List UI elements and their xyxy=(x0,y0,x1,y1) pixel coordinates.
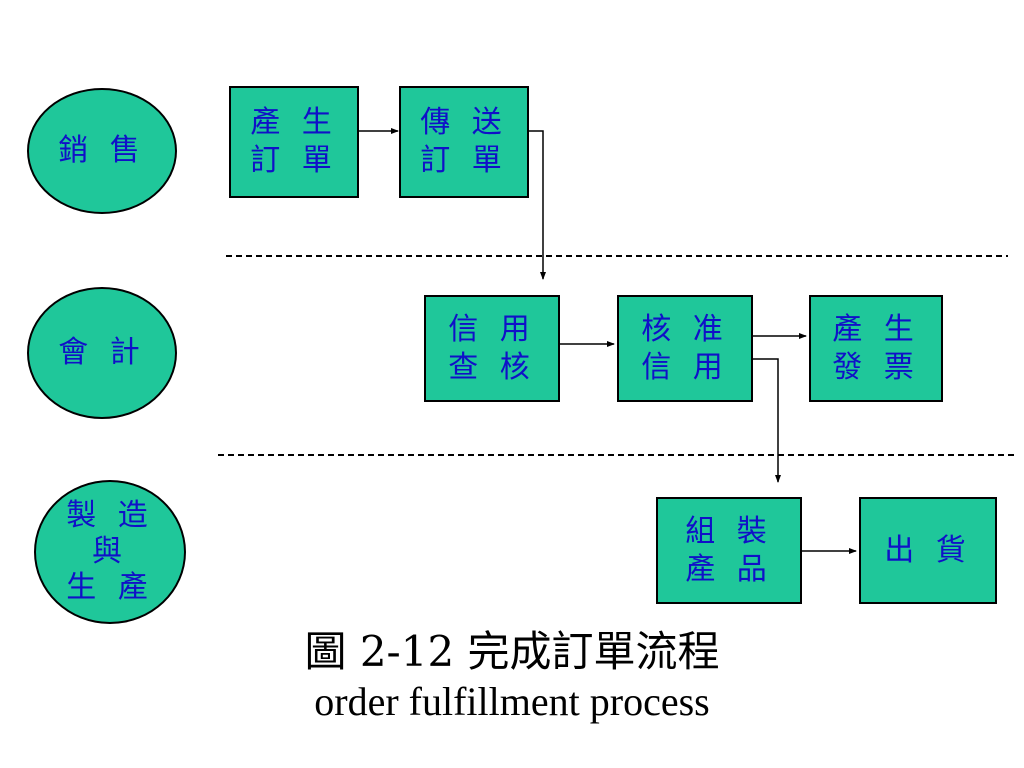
lane-sales: 銷 售 xyxy=(27,88,177,214)
box-credit-check-line-1: 信 用 xyxy=(448,311,536,347)
figure-caption-title: 圖 2-12 完成訂單流程 xyxy=(304,627,720,676)
box-create-invoice: 產 生 發 票 xyxy=(809,295,943,402)
lane-manufacturing-label-3: 生 產 xyxy=(66,570,154,605)
box-create-invoice-line-2: 發 票 xyxy=(832,349,920,385)
box-create-order-line-2: 訂 單 xyxy=(250,143,338,178)
box-assemble-product-line-2: 產 品 xyxy=(685,551,773,587)
lane-manufacturing-label-2: 與 xyxy=(92,534,128,569)
lane-manufacturing: 製 造 與 生 產 xyxy=(34,480,186,624)
box-assemble-product-line-1: 組 裝 xyxy=(685,513,773,549)
arrow-approve-to-assemble xyxy=(753,358,781,483)
box-assemble-product: 組 裝 產 品 xyxy=(656,497,802,604)
box-send-order: 傳 送 訂 單 xyxy=(399,86,529,198)
lane-manufacturing-label-1: 製 造 xyxy=(66,498,154,533)
box-send-order-line-2: 訂 單 xyxy=(420,143,508,178)
lane-accounting: 會 計 xyxy=(27,287,177,419)
lane-accounting-label: 會 計 xyxy=(58,335,146,370)
box-approve-credit-line-1: 核 准 xyxy=(641,311,729,347)
box-create-order: 產 生 訂 單 xyxy=(229,86,359,198)
box-ship: 出 貨 xyxy=(859,497,997,604)
arrow-send-to-credit xyxy=(529,130,546,280)
box-send-order-line-1: 傳 送 xyxy=(420,105,508,140)
lane-sales-label: 銷 售 xyxy=(58,133,146,168)
box-create-invoice-line-1: 產 生 xyxy=(832,311,920,347)
box-create-order-line-1: 產 生 xyxy=(250,105,338,140)
box-ship-line-1: 出 貨 xyxy=(884,532,972,568)
box-approve-credit: 核 准 信 用 xyxy=(617,295,753,402)
figure-caption-subtitle: order fulfillment process xyxy=(314,679,710,724)
box-credit-check-line-2: 查 核 xyxy=(448,349,536,385)
box-approve-credit-line-2: 信 用 xyxy=(641,349,729,385)
box-credit-check: 信 用 查 核 xyxy=(424,295,560,402)
